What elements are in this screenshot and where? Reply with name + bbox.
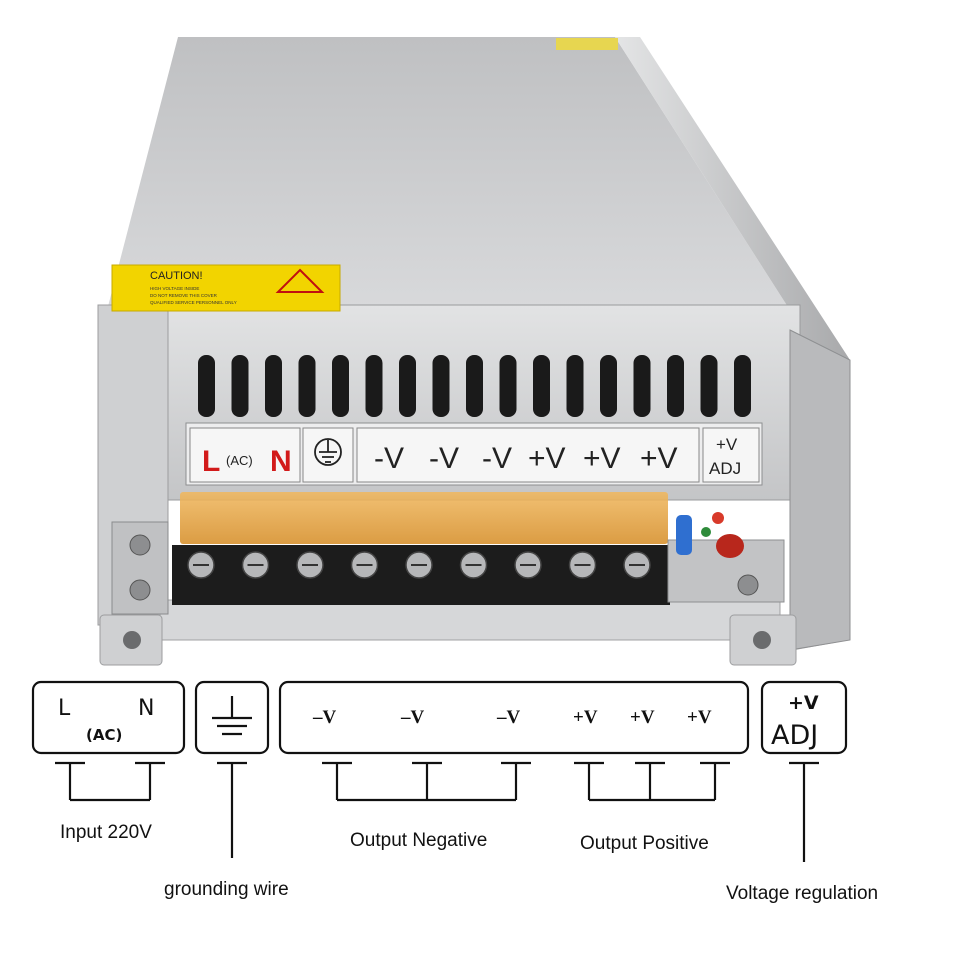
vent-slot bbox=[198, 355, 215, 417]
panel-adj-cell bbox=[702, 427, 760, 483]
vent-slot bbox=[231, 355, 249, 417]
terminal-cover bbox=[180, 492, 668, 544]
panel-output-label: +V bbox=[583, 442, 621, 475]
blue-potentiometer bbox=[676, 515, 692, 555]
panel-output-label: -V bbox=[374, 442, 404, 475]
vent-slot bbox=[365, 355, 383, 417]
label-ground: grounding wire bbox=[164, 879, 289, 900]
housing-top bbox=[105, 37, 795, 318]
diagram-output-label: +V bbox=[573, 707, 598, 728]
vent-slot bbox=[399, 355, 416, 417]
indicator-led bbox=[712, 512, 724, 524]
right-foot-hole bbox=[753, 631, 771, 649]
diagram-output-label: –V bbox=[312, 707, 337, 728]
housing-right-bracket bbox=[789, 329, 851, 651]
panel-ground-icon bbox=[314, 438, 342, 466]
vent-slot bbox=[533, 355, 550, 417]
ground-icon bbox=[212, 696, 252, 736]
panel-input-n: N bbox=[270, 445, 292, 478]
diagram-output-labels: –V –V –V +V +V +V bbox=[312, 707, 712, 728]
panel-input-l: L bbox=[202, 445, 220, 478]
label-positive: Output Positive bbox=[580, 833, 709, 854]
panel-output-labels: -V -V -V +V +V +V bbox=[374, 442, 678, 475]
connector-lines bbox=[55, 761, 819, 862]
diagram-input-ac: (AC) bbox=[86, 726, 122, 744]
label-negative: Output Negative bbox=[350, 830, 487, 851]
wiring-diagram: L (AC) N –V –V –V +V +V +V +V ADJ bbox=[31, 680, 878, 904]
caution-label: CAUTION! HIGH VOLTAGE INSIDE DO NOT REMO… bbox=[111, 264, 341, 312]
caution-line-3: QUALIFIED SERVICE PERSONNEL ONLY bbox=[150, 300, 237, 305]
top-sticker bbox=[556, 38, 618, 50]
panel-input-ac: (AC) bbox=[226, 453, 253, 468]
vent-slot bbox=[633, 355, 651, 417]
caution-line-2: DO NOT REMOVE THIS COVER bbox=[150, 293, 218, 298]
vent-slot bbox=[700, 355, 718, 417]
diagram-adj-box bbox=[760, 680, 848, 755]
red-capacitor bbox=[716, 534, 744, 558]
label-regulation: Voltage regulation bbox=[726, 883, 878, 904]
vent-slot bbox=[466, 355, 483, 417]
terminal-block bbox=[111, 492, 785, 615]
vent-slot bbox=[667, 355, 684, 417]
panel-output-label: +V bbox=[528, 442, 566, 475]
panel-output-label: -V bbox=[482, 442, 512, 475]
vent-slot bbox=[566, 355, 584, 417]
diagram-output-label: +V bbox=[630, 707, 655, 728]
left-foot-hole bbox=[123, 631, 141, 649]
diagram-output-label: –V bbox=[496, 707, 521, 728]
vent-slot bbox=[432, 355, 450, 417]
panel-adj-top: +V bbox=[716, 435, 738, 454]
caution-warning-icon bbox=[275, 268, 325, 293]
diagram-output-label: +V bbox=[687, 707, 712, 728]
vent-slots bbox=[198, 355, 751, 417]
terminal-panel: L (AC) N -V -V -V +V +V +V +V ADJ bbox=[185, 422, 763, 486]
panel-input-cell bbox=[189, 427, 301, 483]
terminal-screws bbox=[187, 551, 651, 579]
left-bracket-screw-2 bbox=[129, 579, 151, 601]
caution-title: CAUTION! bbox=[150, 270, 203, 282]
vent-slot bbox=[734, 355, 751, 417]
panel-output-label: +V bbox=[640, 442, 678, 475]
vent-slot bbox=[265, 355, 282, 417]
vent-slot bbox=[332, 355, 349, 417]
diagram-output-label: –V bbox=[400, 707, 425, 728]
label-input: Input 220V bbox=[60, 822, 152, 843]
panel-adj-bottom: ADJ bbox=[709, 459, 741, 478]
vent-slot bbox=[600, 355, 617, 417]
caution-line-1: HIGH VOLTAGE INSIDE bbox=[150, 286, 199, 291]
board-screw bbox=[737, 574, 759, 596]
panel-output-cell bbox=[356, 427, 700, 483]
vent-slot bbox=[298, 355, 316, 417]
panel-ground-cell bbox=[302, 427, 354, 483]
diagram-adj-bottom: ADJ bbox=[771, 720, 818, 751]
panel-output-label: -V bbox=[429, 442, 459, 475]
diagram-adj-top: +V bbox=[788, 692, 819, 714]
diagram-input-box bbox=[31, 680, 186, 755]
housing-base bbox=[159, 599, 781, 641]
vent-slot bbox=[499, 355, 517, 417]
diagram-input-n: N bbox=[138, 696, 154, 721]
diagram-output-box bbox=[278, 680, 750, 755]
diagram-input-l: L bbox=[58, 696, 71, 721]
green-component bbox=[701, 527, 711, 537]
left-bracket-screw-1 bbox=[129, 534, 151, 556]
